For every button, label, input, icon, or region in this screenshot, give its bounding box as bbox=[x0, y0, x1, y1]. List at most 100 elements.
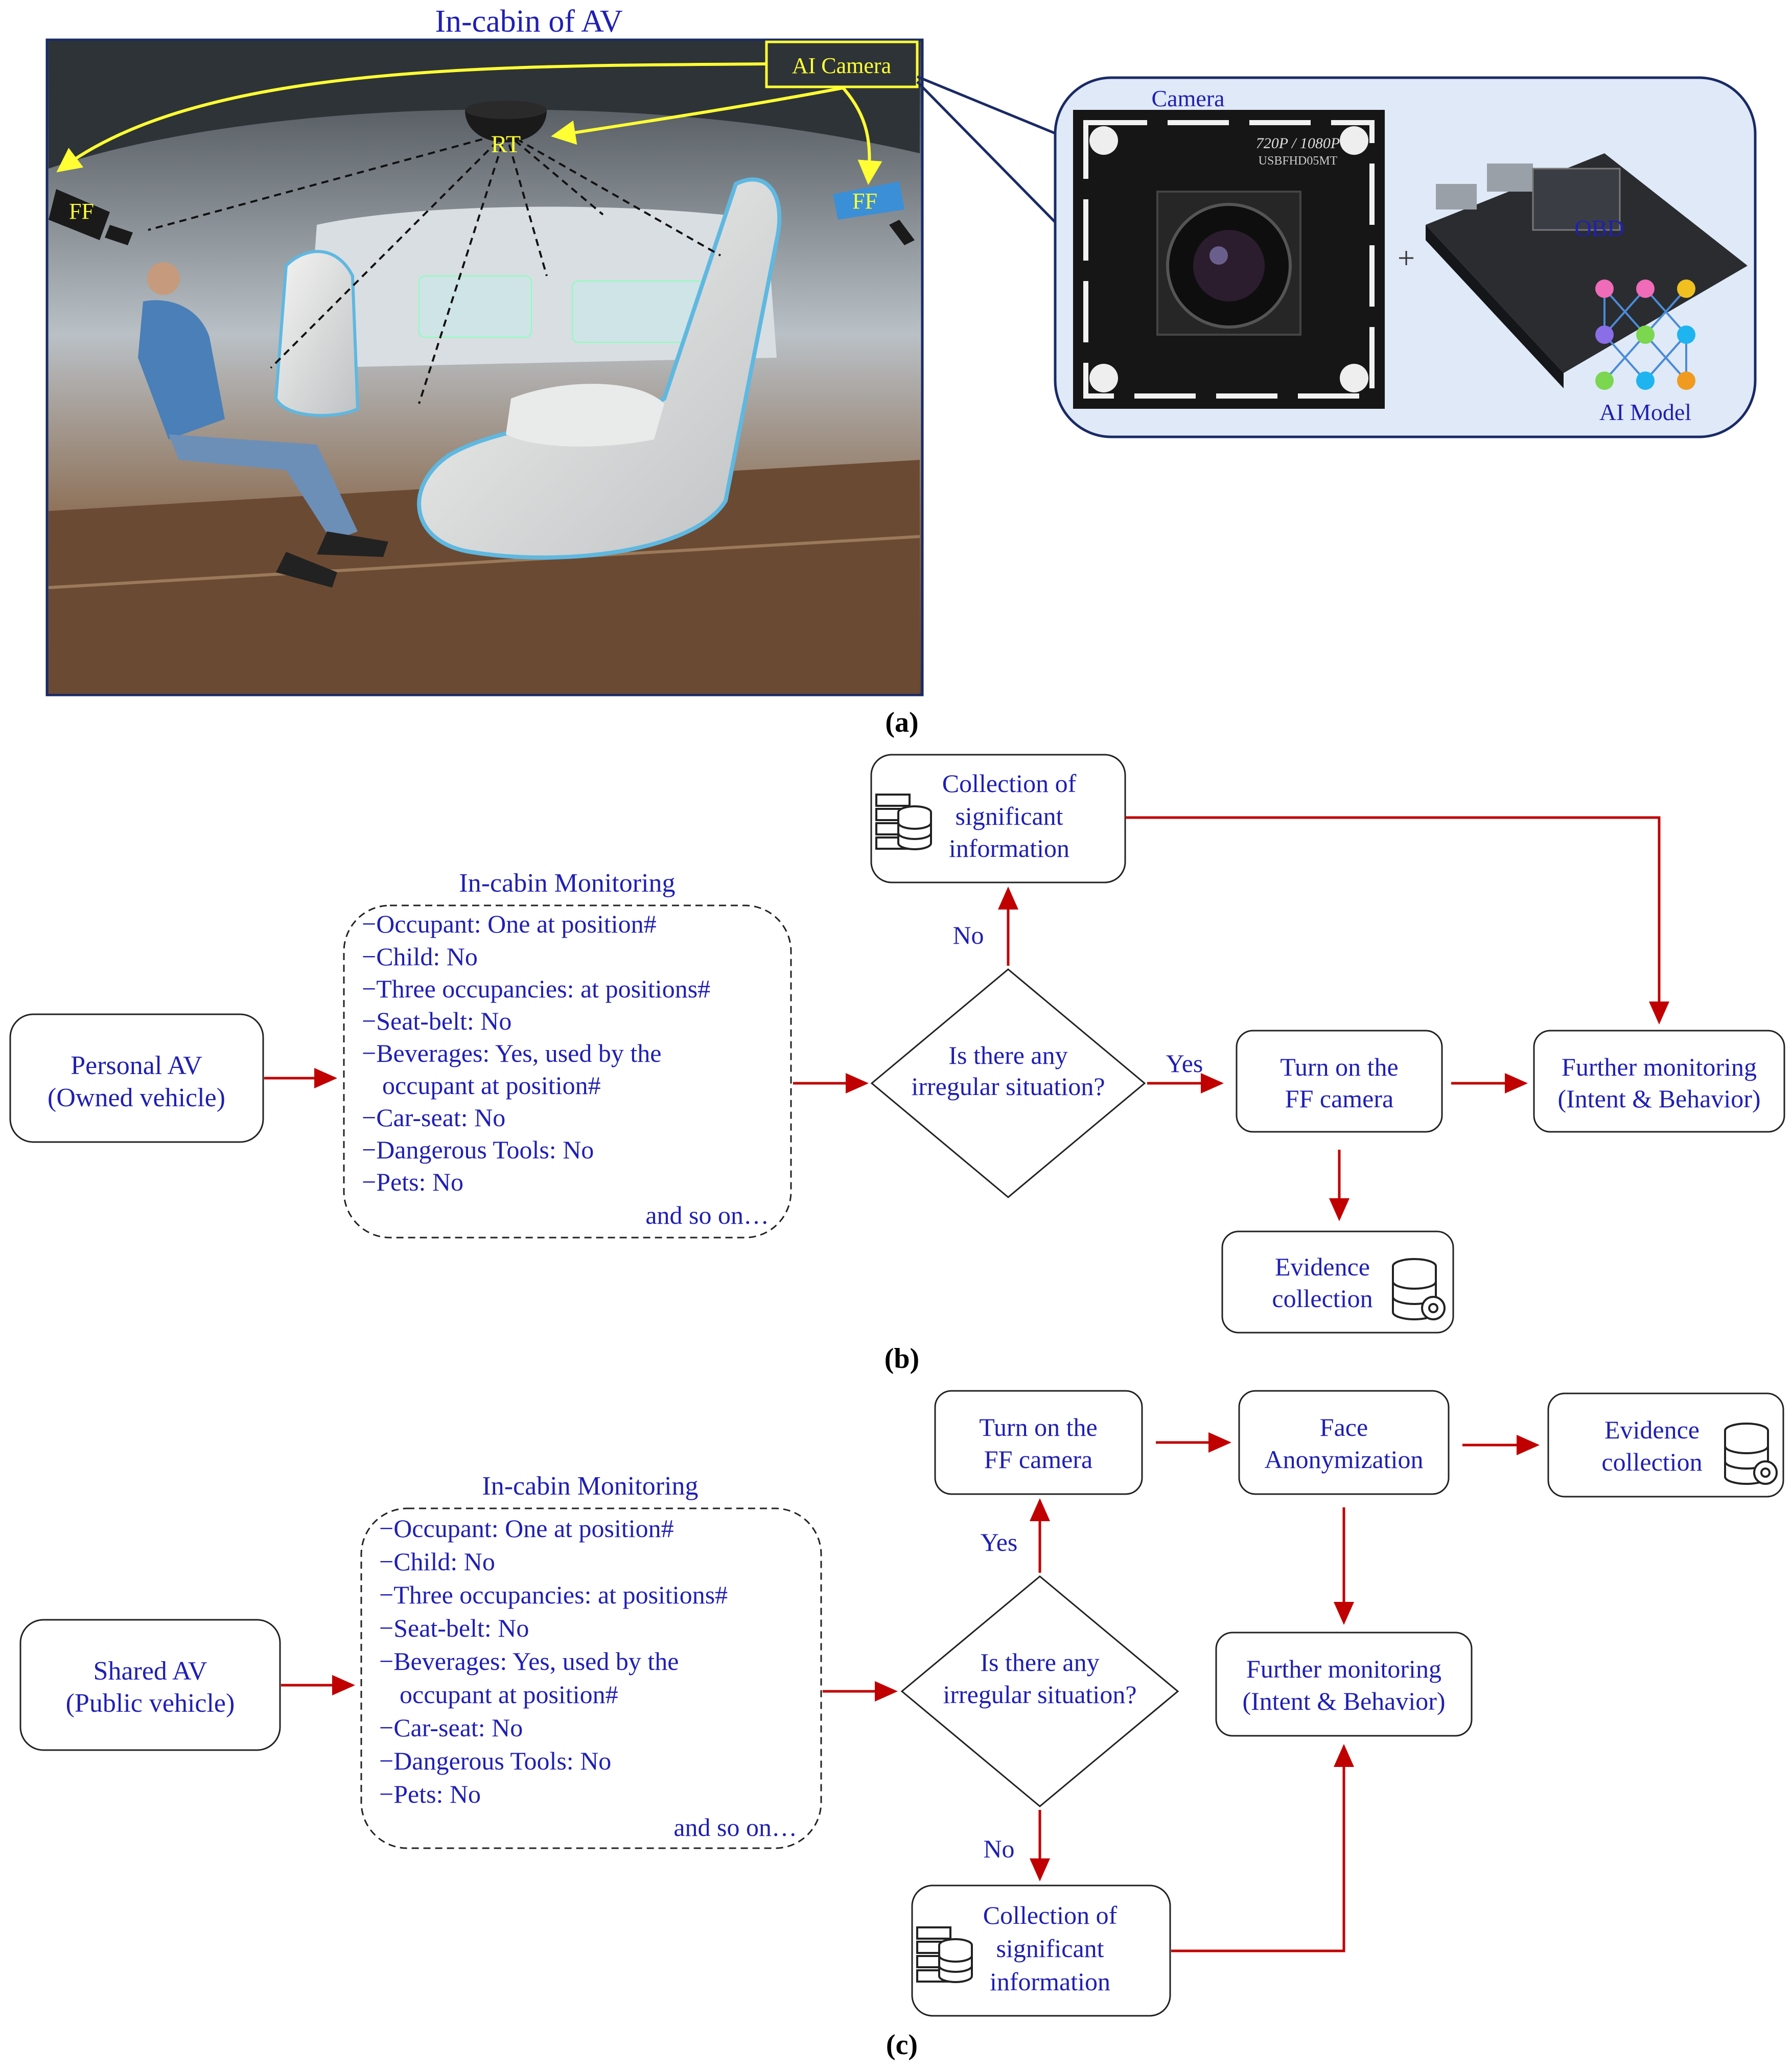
b-item-10: and so on… bbox=[645, 1201, 769, 1229]
b-start-node: Personal AV (Owned vehicle) bbox=[9, 1013, 264, 1143]
c-turn-on-line-1: Turn on the bbox=[979, 1413, 1098, 1441]
b-item-3: −Three occupancies: at positions# bbox=[362, 974, 710, 1003]
server-database-icon bbox=[875, 794, 932, 850]
c-collection-line-3: information bbox=[990, 1967, 1110, 1996]
camera-label: Camera bbox=[1151, 85, 1224, 111]
c-further-line-1: Further monitoring bbox=[1246, 1655, 1441, 1683]
passenger bbox=[138, 262, 388, 588]
obd-board-icon: OBD bbox=[1426, 153, 1748, 390]
b-no-label: No bbox=[952, 921, 984, 949]
rt-label: RT bbox=[491, 131, 521, 158]
b-decision-line-2: irregular situation? bbox=[911, 1072, 1105, 1101]
b-collection-line-1: Collection of bbox=[942, 769, 1077, 798]
b-decision-line-1: Is there any bbox=[948, 1041, 1067, 1069]
b-item-4: −Seat-belt: No bbox=[362, 1007, 511, 1035]
c-further-node: Further monitoring (Intent & Behavior) bbox=[1215, 1632, 1473, 1737]
b-item-8: −Dangerous Tools: No bbox=[362, 1135, 594, 1164]
b-item-6: occupant at position# bbox=[382, 1071, 601, 1100]
caption-a: (a) bbox=[885, 707, 918, 738]
c-collection-line-1: Collection of bbox=[983, 1901, 1118, 1929]
c-collection-line-2: significant bbox=[996, 1934, 1104, 1963]
b-turn-on-node: Turn on the FF camera bbox=[1236, 1030, 1443, 1133]
b-item-9: −Pets: No bbox=[362, 1168, 463, 1196]
c-item-3: −Three occupancies: at positions# bbox=[379, 1580, 728, 1609]
caption-c: (c) bbox=[886, 2029, 918, 2061]
b-item-5: −Beverages: Yes, used by the bbox=[362, 1039, 661, 1067]
b-evidence-line-2: collection bbox=[1272, 1284, 1372, 1313]
board-text-1: 720P / 1080P bbox=[1256, 135, 1340, 152]
b-item-2: −Child: No bbox=[362, 942, 478, 971]
panel-a-title: In-cabin of AV bbox=[435, 4, 623, 39]
c-item-4: −Seat-belt: No bbox=[379, 1614, 529, 1642]
panel-a: In-cabin of AV bbox=[45, 4, 1757, 738]
c-item-9: −Pets: No bbox=[379, 1780, 481, 1808]
b-evidence-node: Evidence collection bbox=[1221, 1230, 1454, 1334]
b-yes-label: Yes bbox=[1166, 1049, 1203, 1078]
c-item-2: −Child: No bbox=[379, 1547, 495, 1576]
c-face-line-2: Anonymization bbox=[1264, 1445, 1423, 1474]
c-turn-on-node: Turn on the FF camera bbox=[934, 1390, 1143, 1495]
database-gear-icon bbox=[1724, 1423, 1778, 1485]
c-turn-on-line-2: FF camera bbox=[984, 1445, 1092, 1474]
b-collection-node: Collection of significant information bbox=[870, 754, 1126, 883]
c-item-5: −Beverages: Yes, used by the bbox=[379, 1647, 679, 1675]
c-evidence-line-1: Evidence bbox=[1604, 1415, 1700, 1444]
c-monitor-title: In-cabin Monitoring bbox=[482, 1472, 698, 1501]
camera-module-icon: 720P / 1080P USBFHD05MT bbox=[1073, 110, 1385, 409]
c-start-line-2: (Public vehicle) bbox=[66, 1689, 235, 1718]
c-no-label: No bbox=[983, 1834, 1014, 1863]
b-further-line-2: (Intent & Behavior) bbox=[1557, 1084, 1760, 1113]
ai-model-label: AI Model bbox=[1599, 399, 1691, 425]
database-gear-icon bbox=[1392, 1258, 1446, 1320]
b-turn-on-line-2: FF camera bbox=[1285, 1084, 1393, 1113]
b-start-line-2: (Owned vehicle) bbox=[48, 1083, 225, 1112]
cabin-photo: RT FF FF AI Camera bbox=[45, 38, 924, 696]
b-turn-on-line-1: Turn on the bbox=[1280, 1053, 1399, 1081]
c-collection-node: Collection of significant information bbox=[911, 1884, 1171, 2017]
board-text-2: USBFHD05MT bbox=[1259, 154, 1338, 168]
rt-camera-icon: RT bbox=[465, 101, 547, 158]
c-item-6: occupant at position# bbox=[400, 1680, 618, 1709]
ff-left-label: FF bbox=[69, 199, 94, 224]
b-evidence-line-1: Evidence bbox=[1275, 1252, 1370, 1281]
panel-b: Personal AV (Owned vehicle) In-cabin Mon… bbox=[9, 754, 1785, 1375]
c-start-node: Shared AV (Public vehicle) bbox=[19, 1619, 281, 1751]
c-evidence-line-2: collection bbox=[1601, 1448, 1702, 1476]
b-item-7: −Car-seat: No bbox=[362, 1103, 505, 1132]
c-further-line-2: (Intent & Behavior) bbox=[1242, 1687, 1445, 1715]
c-monitor-box: −Occupant: One at position# −Child: No −… bbox=[360, 1507, 822, 1849]
c-item-1: −Occupant: One at position# bbox=[379, 1514, 674, 1543]
b-further-node: Further monitoring (Intent & Behavior) bbox=[1533, 1030, 1785, 1133]
obd-label: OBD bbox=[1574, 215, 1624, 241]
neural-network-icon bbox=[1595, 280, 1695, 390]
b-start-line-1: Personal AV bbox=[71, 1051, 202, 1080]
b-further-line-1: Further monitoring bbox=[1562, 1053, 1757, 1081]
b-decision: Is there any irregular situation? bbox=[870, 968, 1146, 1198]
c-evidence-node: Evidence collection bbox=[1547, 1392, 1784, 1498]
c-face-node: Face Anonymization bbox=[1238, 1390, 1450, 1495]
c-item-8: −Dangerous Tools: No bbox=[379, 1747, 611, 1775]
b-monitor-title: In-cabin Monitoring bbox=[459, 869, 675, 898]
ai-camera-label: AI Camera bbox=[792, 53, 891, 78]
c-yes-label: Yes bbox=[981, 1528, 1018, 1556]
hardware-panel: Camera 720P / 1080P USBFHD05MT + bbox=[1054, 76, 1757, 438]
b-collection-line-3: information bbox=[949, 834, 1069, 863]
c-face-line-1: Face bbox=[1320, 1413, 1368, 1441]
c-start-line-1: Shared AV bbox=[94, 1657, 207, 1686]
c-decision-line-2: irregular situation? bbox=[943, 1680, 1136, 1709]
c-decision: Is there any irregular situation? bbox=[900, 1575, 1179, 1807]
ff-left-camera-icon: FF bbox=[49, 189, 133, 245]
ff-right-camera-icon: FF bbox=[833, 181, 915, 245]
b-collection-line-2: significant bbox=[955, 802, 1063, 830]
c-arrows bbox=[281, 1432, 1540, 1952]
server-database-icon bbox=[916, 1926, 973, 1983]
plus-sign: + bbox=[1398, 241, 1415, 275]
b-arrows bbox=[264, 816, 1669, 1221]
b-monitor-box: −Occupant: One at position# −Child: No −… bbox=[343, 904, 792, 1239]
caption-b: (b) bbox=[885, 1343, 919, 1375]
c-decision-line-1: Is there any bbox=[980, 1648, 1099, 1677]
c-item-7: −Car-seat: No bbox=[379, 1713, 523, 1742]
b-item-1: −Occupant: One at position# bbox=[362, 910, 657, 938]
panel-c: Shared AV (Public vehicle) In-cabin Moni… bbox=[19, 1390, 1784, 2061]
